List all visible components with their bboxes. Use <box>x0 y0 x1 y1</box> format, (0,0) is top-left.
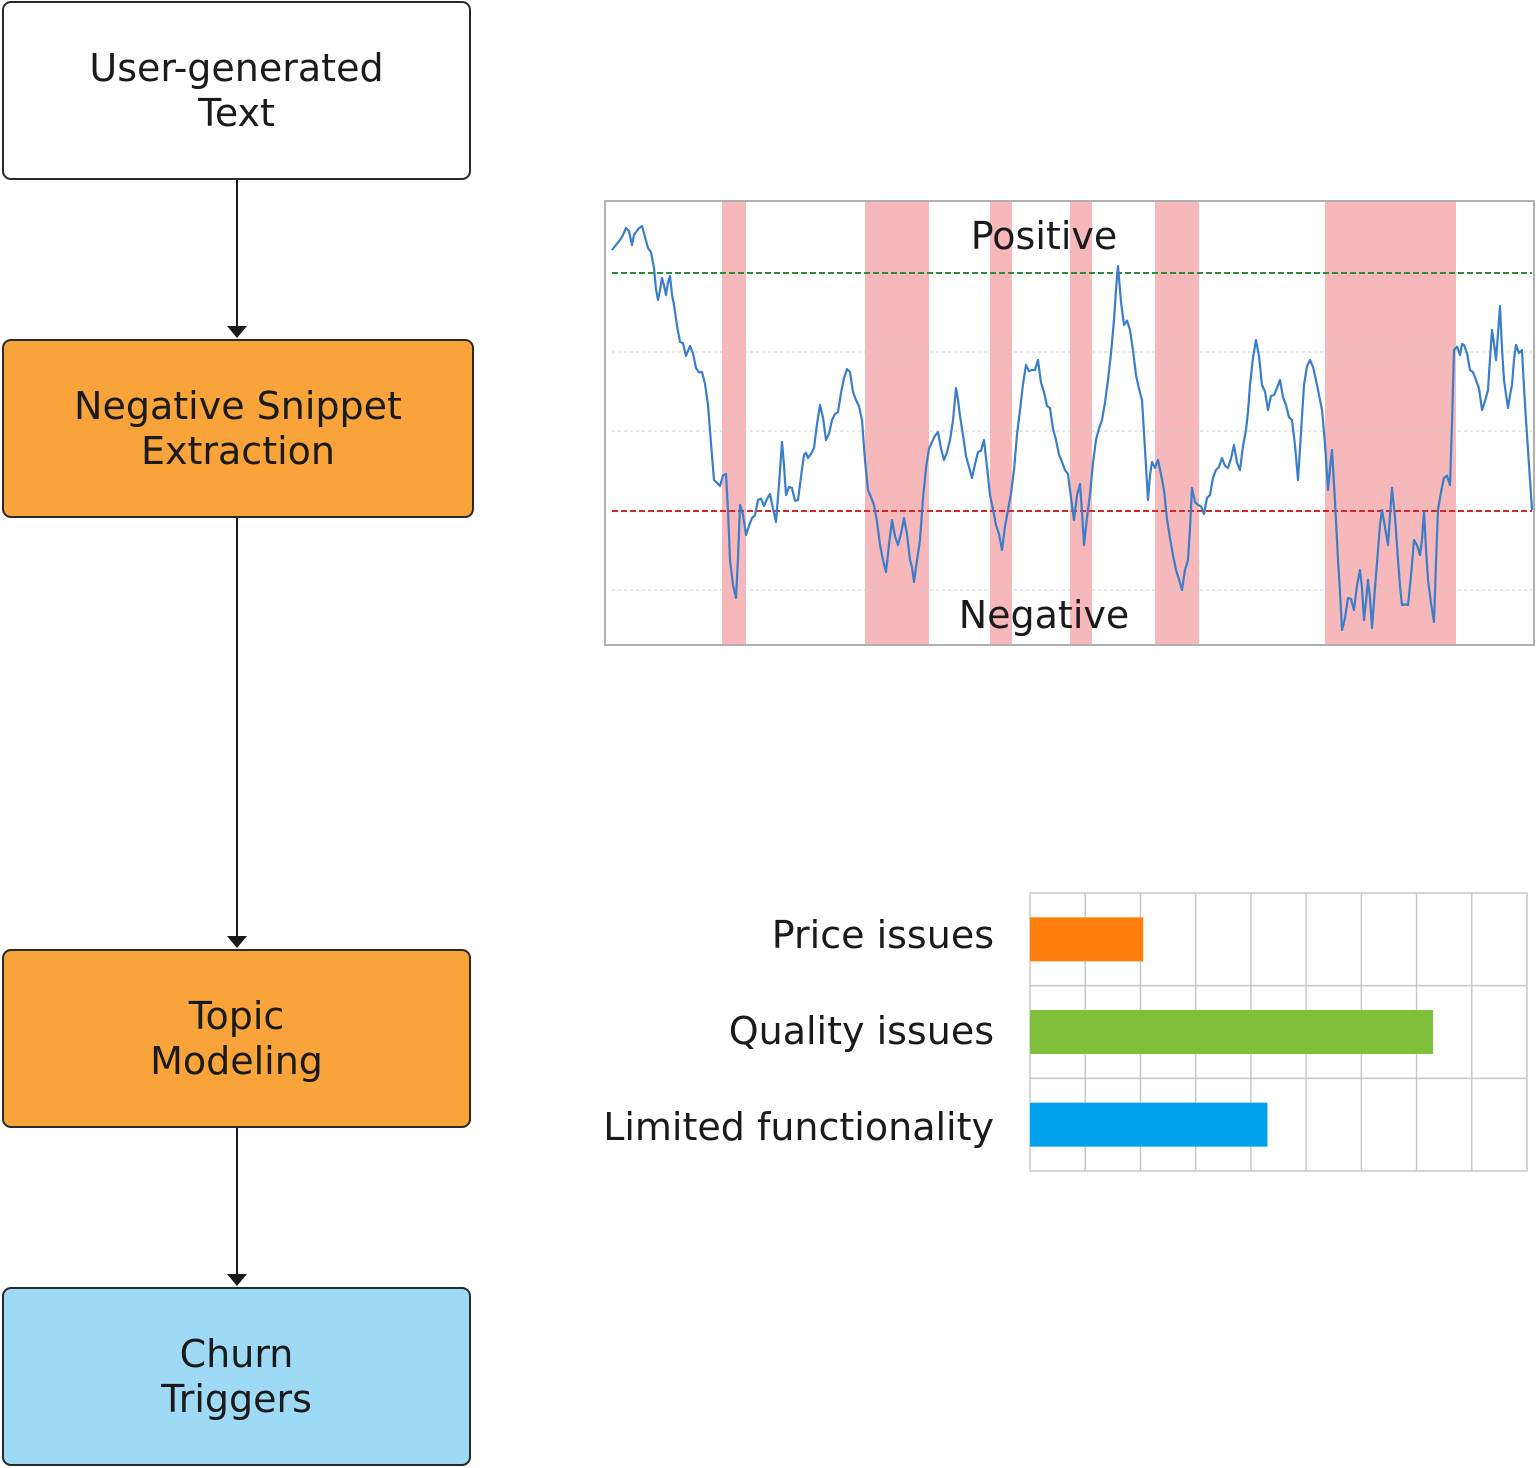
negative-segment-highlight <box>722 202 746 644</box>
step-negative-snippet-extraction: Negative Snippet Extraction <box>2 339 474 518</box>
bar-label-limited-functionality: Limited functionality <box>603 1105 994 1149</box>
negative-segment-highlight <box>1070 202 1092 644</box>
negative-segment-highlight <box>865 202 929 644</box>
bar-quality-issues <box>1030 1010 1434 1054</box>
bar-price-issues <box>1030 917 1144 962</box>
positive-label: Positive <box>971 214 1118 258</box>
step-user-generated-text: User-generated Text <box>2 1 471 180</box>
step-label-line: Extraction <box>141 428 335 473</box>
step-label-line: Triggers <box>161 1376 312 1421</box>
step-topic-modeling: Topic Modeling <box>2 949 471 1128</box>
step-label-line: Text <box>198 90 275 135</box>
step-label-line: Churn <box>179 1331 294 1376</box>
negative-segment-highlight <box>990 202 1012 644</box>
negative-label: Negative <box>959 593 1130 637</box>
bar-label-quality-issues: Quality issues <box>728 1009 994 1053</box>
bar-limited-functionality <box>1030 1102 1268 1147</box>
step-churn-triggers: Churn Triggers <box>2 1287 471 1466</box>
step-label-line: Topic <box>188 993 285 1038</box>
sentiment-score-line <box>611 224 1534 632</box>
step-label-line: Modeling <box>150 1038 323 1083</box>
step-label-line: Negative Snippet <box>74 383 402 428</box>
bar-label-price-issues: Price issues <box>771 913 994 957</box>
negative-segment-highlight <box>1325 202 1456 644</box>
step-label-line: User-generated <box>89 45 384 90</box>
